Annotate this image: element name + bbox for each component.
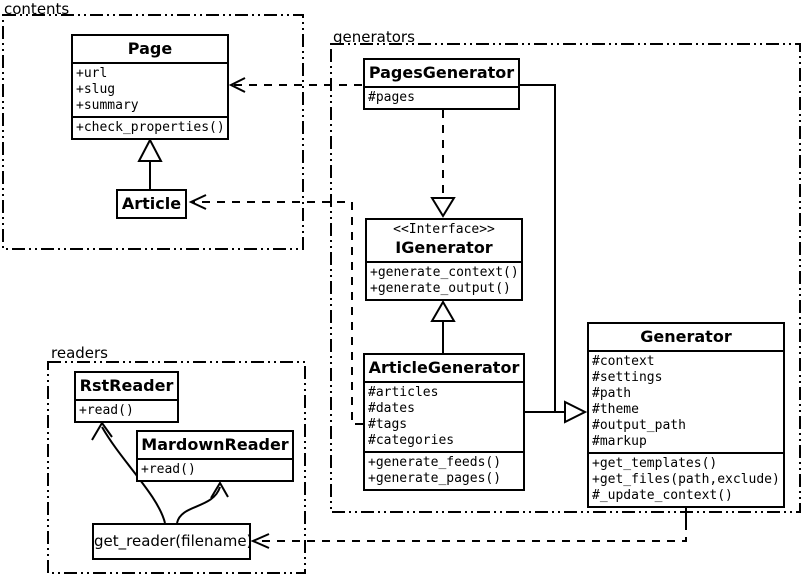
package-label-contents: contents <box>4 0 70 18</box>
class-member: +read() <box>141 462 196 477</box>
package-border-generators <box>330 43 801 513</box>
class-member: +slug <box>76 82 116 97</box>
generalization-article-to-page <box>137 137 163 189</box>
class-box-rstreader: RstReader +read() <box>74 371 179 423</box>
class-member: +summary <box>76 98 139 113</box>
class-title-generator: Generator <box>640 327 732 346</box>
class-title-page: Page <box>127 39 173 58</box>
methods-rstreader: +read() <box>76 399 177 421</box>
class-title-text: IGenerator <box>395 238 493 257</box>
generalization-generators-to-generator <box>520 84 588 424</box>
class-title-rstreader: RstReader <box>79 376 174 395</box>
methods-generator: +get_templates() +get_files(path,exclude… <box>589 452 783 506</box>
methods-igenerator: +generate_context() +generate_output() <box>367 261 521 299</box>
dependency-pagesgenerator-to-page <box>228 77 362 93</box>
class-member: +generate_context() <box>370 265 519 280</box>
function-box-get-reader: get_reader(filename) <box>92 523 252 560</box>
methods-page: +check_properties() <box>73 116 227 138</box>
class-title-articlegenerator: ArticleGenerator <box>368 358 520 377</box>
class-member: #pages <box>368 90 415 105</box>
stereotype-interface: <<Interface>> <box>393 222 495 237</box>
package-label-readers: readers <box>51 344 108 362</box>
class-member: +generate_pages() <box>368 471 502 486</box>
package-border-readers <box>47 361 306 574</box>
class-box-article: Article <box>116 189 187 219</box>
methods-articlegenerator: +generate_feeds() +generate_pages() <box>365 451 523 489</box>
class-box-articlegenerator: ArticleGenerator #articles #dates #tags … <box>363 353 525 491</box>
class-title-article: Article <box>121 194 182 213</box>
class-member: +get_templates() <box>592 456 718 471</box>
package-label-generators: generators <box>333 28 415 46</box>
class-member: +check_properties() <box>76 120 225 135</box>
class-title-igenerator: <<Interface>> IGenerator <box>367 220 521 261</box>
class-member: +read() <box>79 403 134 418</box>
class-member: #_update_context() <box>592 488 733 503</box>
class-title-pagesgenerator: PagesGenerator <box>368 63 515 82</box>
attributes-articlegenerator: #articles #dates #tags #categories <box>365 381 523 451</box>
class-box-mardownreader: MardownReader +read() <box>136 430 294 482</box>
class-member: +generate_feeds() <box>368 455 502 470</box>
class-member: #theme <box>592 402 639 417</box>
class-member: #context <box>592 354 655 369</box>
class-box-pagesgenerator: PagesGenerator #pages <box>363 58 520 110</box>
class-member: #categories <box>368 433 455 448</box>
class-member: #dates <box>368 401 415 416</box>
arrow-getreader-to-mardownreader <box>176 481 229 524</box>
methods-mardownreader: +read() <box>138 458 292 480</box>
class-member: #settings <box>592 370 663 385</box>
class-box-page: Page +url +slug +summary +check_properti… <box>71 34 229 140</box>
class-title-mardownreader: MardownReader <box>141 435 289 454</box>
class-member: #output_path <box>592 418 686 433</box>
class-member: #tags <box>368 417 408 432</box>
dependency-generator-to-getreader <box>250 505 687 549</box>
class-box-generator: Generator #context #settings #path #them… <box>587 322 785 508</box>
realization-pagesgenerator-to-igenerator <box>430 110 456 218</box>
dependency-articlegenerator-to-article <box>188 194 363 425</box>
attributes-pagesgenerator: #pages <box>365 86 518 108</box>
class-member: +generate_output() <box>370 281 511 296</box>
package-border-contents <box>2 14 304 250</box>
class-box-igenerator: <<Interface>> IGenerator +generate_conte… <box>365 218 523 301</box>
class-member: +url <box>76 66 108 81</box>
generalization-articlegenerator-to-igenerator <box>430 300 456 353</box>
class-member: #markup <box>592 434 647 449</box>
class-member: +get_files(path,exclude) <box>592 472 780 487</box>
class-member: #articles <box>368 385 439 400</box>
attributes-generator: #context #settings #path #theme #output_… <box>589 350 783 452</box>
attributes-page: +url +slug +summary <box>73 62 227 116</box>
class-member: #path <box>592 386 632 401</box>
